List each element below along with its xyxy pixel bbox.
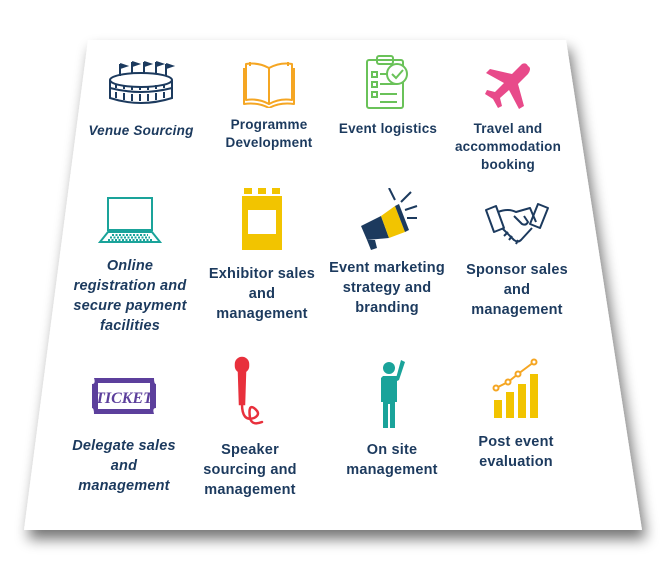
service-label: Programme Development: [225, 117, 313, 150]
service-event-marketing: Event marketing strategy and branding: [317, 188, 457, 318]
service-label: Delegate sales and management: [72, 438, 176, 494]
ticket-icon: TICKET: [92, 378, 156, 414]
clipboard-checklist-icon: [366, 55, 408, 109]
person-waving-icon: [381, 360, 405, 428]
bar-chart-growth-icon: [492, 358, 538, 418]
service-venue-sourcing: Venue Sourcing: [71, 58, 211, 140]
service-exhibitor-sales: Exhibitor sales and management: [192, 188, 332, 324]
service-travel-accommodation: Travel and accommodation booking: [438, 62, 578, 174]
service-delegate-sales: TICKET Delegate sales and management: [54, 376, 194, 496]
service-label: Sponsor sales and management: [466, 262, 568, 318]
open-book-icon: [243, 62, 295, 108]
service-on-site-management: On site management: [322, 360, 462, 480]
service-event-logistics: Event logistics: [318, 54, 458, 138]
service-sponsor-sales: Sponsor sales and management: [447, 202, 587, 320]
microphone-icon: [234, 356, 264, 425]
service-label: Exhibitor sales and management: [208, 266, 316, 322]
service-programme-development: Programme Development: [199, 58, 339, 152]
exhibition-stand-icon: [242, 188, 282, 250]
service-label: Online registration and secure payment f…: [73, 258, 187, 334]
megaphone-icon: [361, 188, 418, 250]
service-label: On site management: [346, 442, 438, 478]
handshake-icon: [485, 203, 549, 245]
service-label: Event marketing strategy and branding: [329, 260, 445, 316]
service-label: Travel and accommodation booking: [454, 121, 562, 172]
service-label: Venue Sourcing: [88, 123, 194, 138]
airplane-icon: [485, 63, 530, 109]
service-label: Event logistics: [338, 121, 438, 136]
service-online-registration: Online registration and secure payment f…: [60, 196, 200, 336]
service-label: Post event evaluation: [478, 434, 554, 470]
service-post-event-evaluation: Post event evaluation: [446, 358, 586, 472]
card-panel: [24, 40, 642, 530]
laptop-icon: [98, 197, 162, 243]
ticket-text: TICKET: [95, 390, 154, 407]
service-label: Speaker sourcing and management: [203, 442, 297, 498]
stadium-icon: [109, 61, 176, 104]
service-speaker-sourcing: Speaker sourcing and management: [180, 356, 320, 500]
